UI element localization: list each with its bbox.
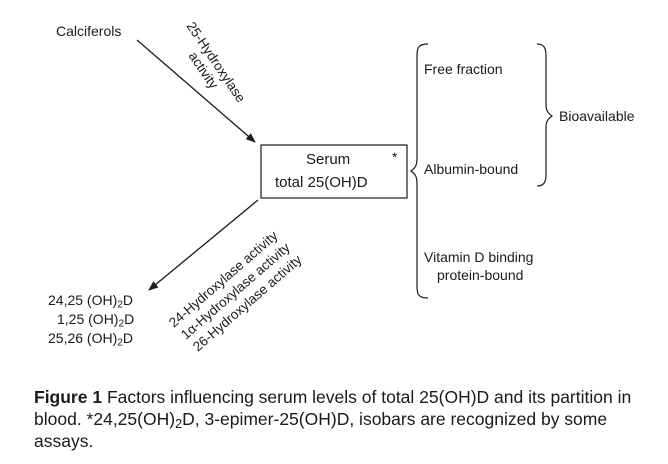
- serum-box: [260, 144, 408, 199]
- arrow-serum-to-products: [148, 199, 259, 291]
- dbp-line2: protein-bound: [437, 267, 524, 283]
- bioavailable-brace: [536, 43, 553, 187]
- figure-caption: Figure 1 Factors influencing serum level…: [34, 386, 654, 452]
- caption-sub: 2: [175, 417, 183, 432]
- serum-line2: total 25(OH)D: [275, 174, 368, 191]
- dbp-line1: Vitamin D binding: [424, 249, 534, 265]
- caption-text-1: Factors influencing serum levels of tota…: [34, 387, 632, 429]
- albumin-bound-label: Albumin-bound: [424, 161, 519, 177]
- free-fraction-label: Free fraction: [424, 61, 503, 77]
- caption-label: Figure 1: [34, 387, 103, 407]
- calciferols-label: Calciferols: [56, 23, 122, 39]
- partition-brace: [410, 43, 429, 299]
- product-24-25: 24,25 (OH)2D: [48, 292, 133, 311]
- arrow-calciferols-to-serum: [136, 39, 256, 143]
- product-1-25: 1,25 (OH)2D: [57, 311, 135, 330]
- asterisk: *: [392, 149, 398, 165]
- product-25-26: 25,26 (OH)2D: [48, 330, 133, 349]
- caption-text-2: D, 3-epimer-25(OH)D, isobars are recogni…: [34, 409, 608, 451]
- serum-line1: Serum: [306, 151, 351, 168]
- bioavailable-label: Bioavailable: [559, 108, 635, 124]
